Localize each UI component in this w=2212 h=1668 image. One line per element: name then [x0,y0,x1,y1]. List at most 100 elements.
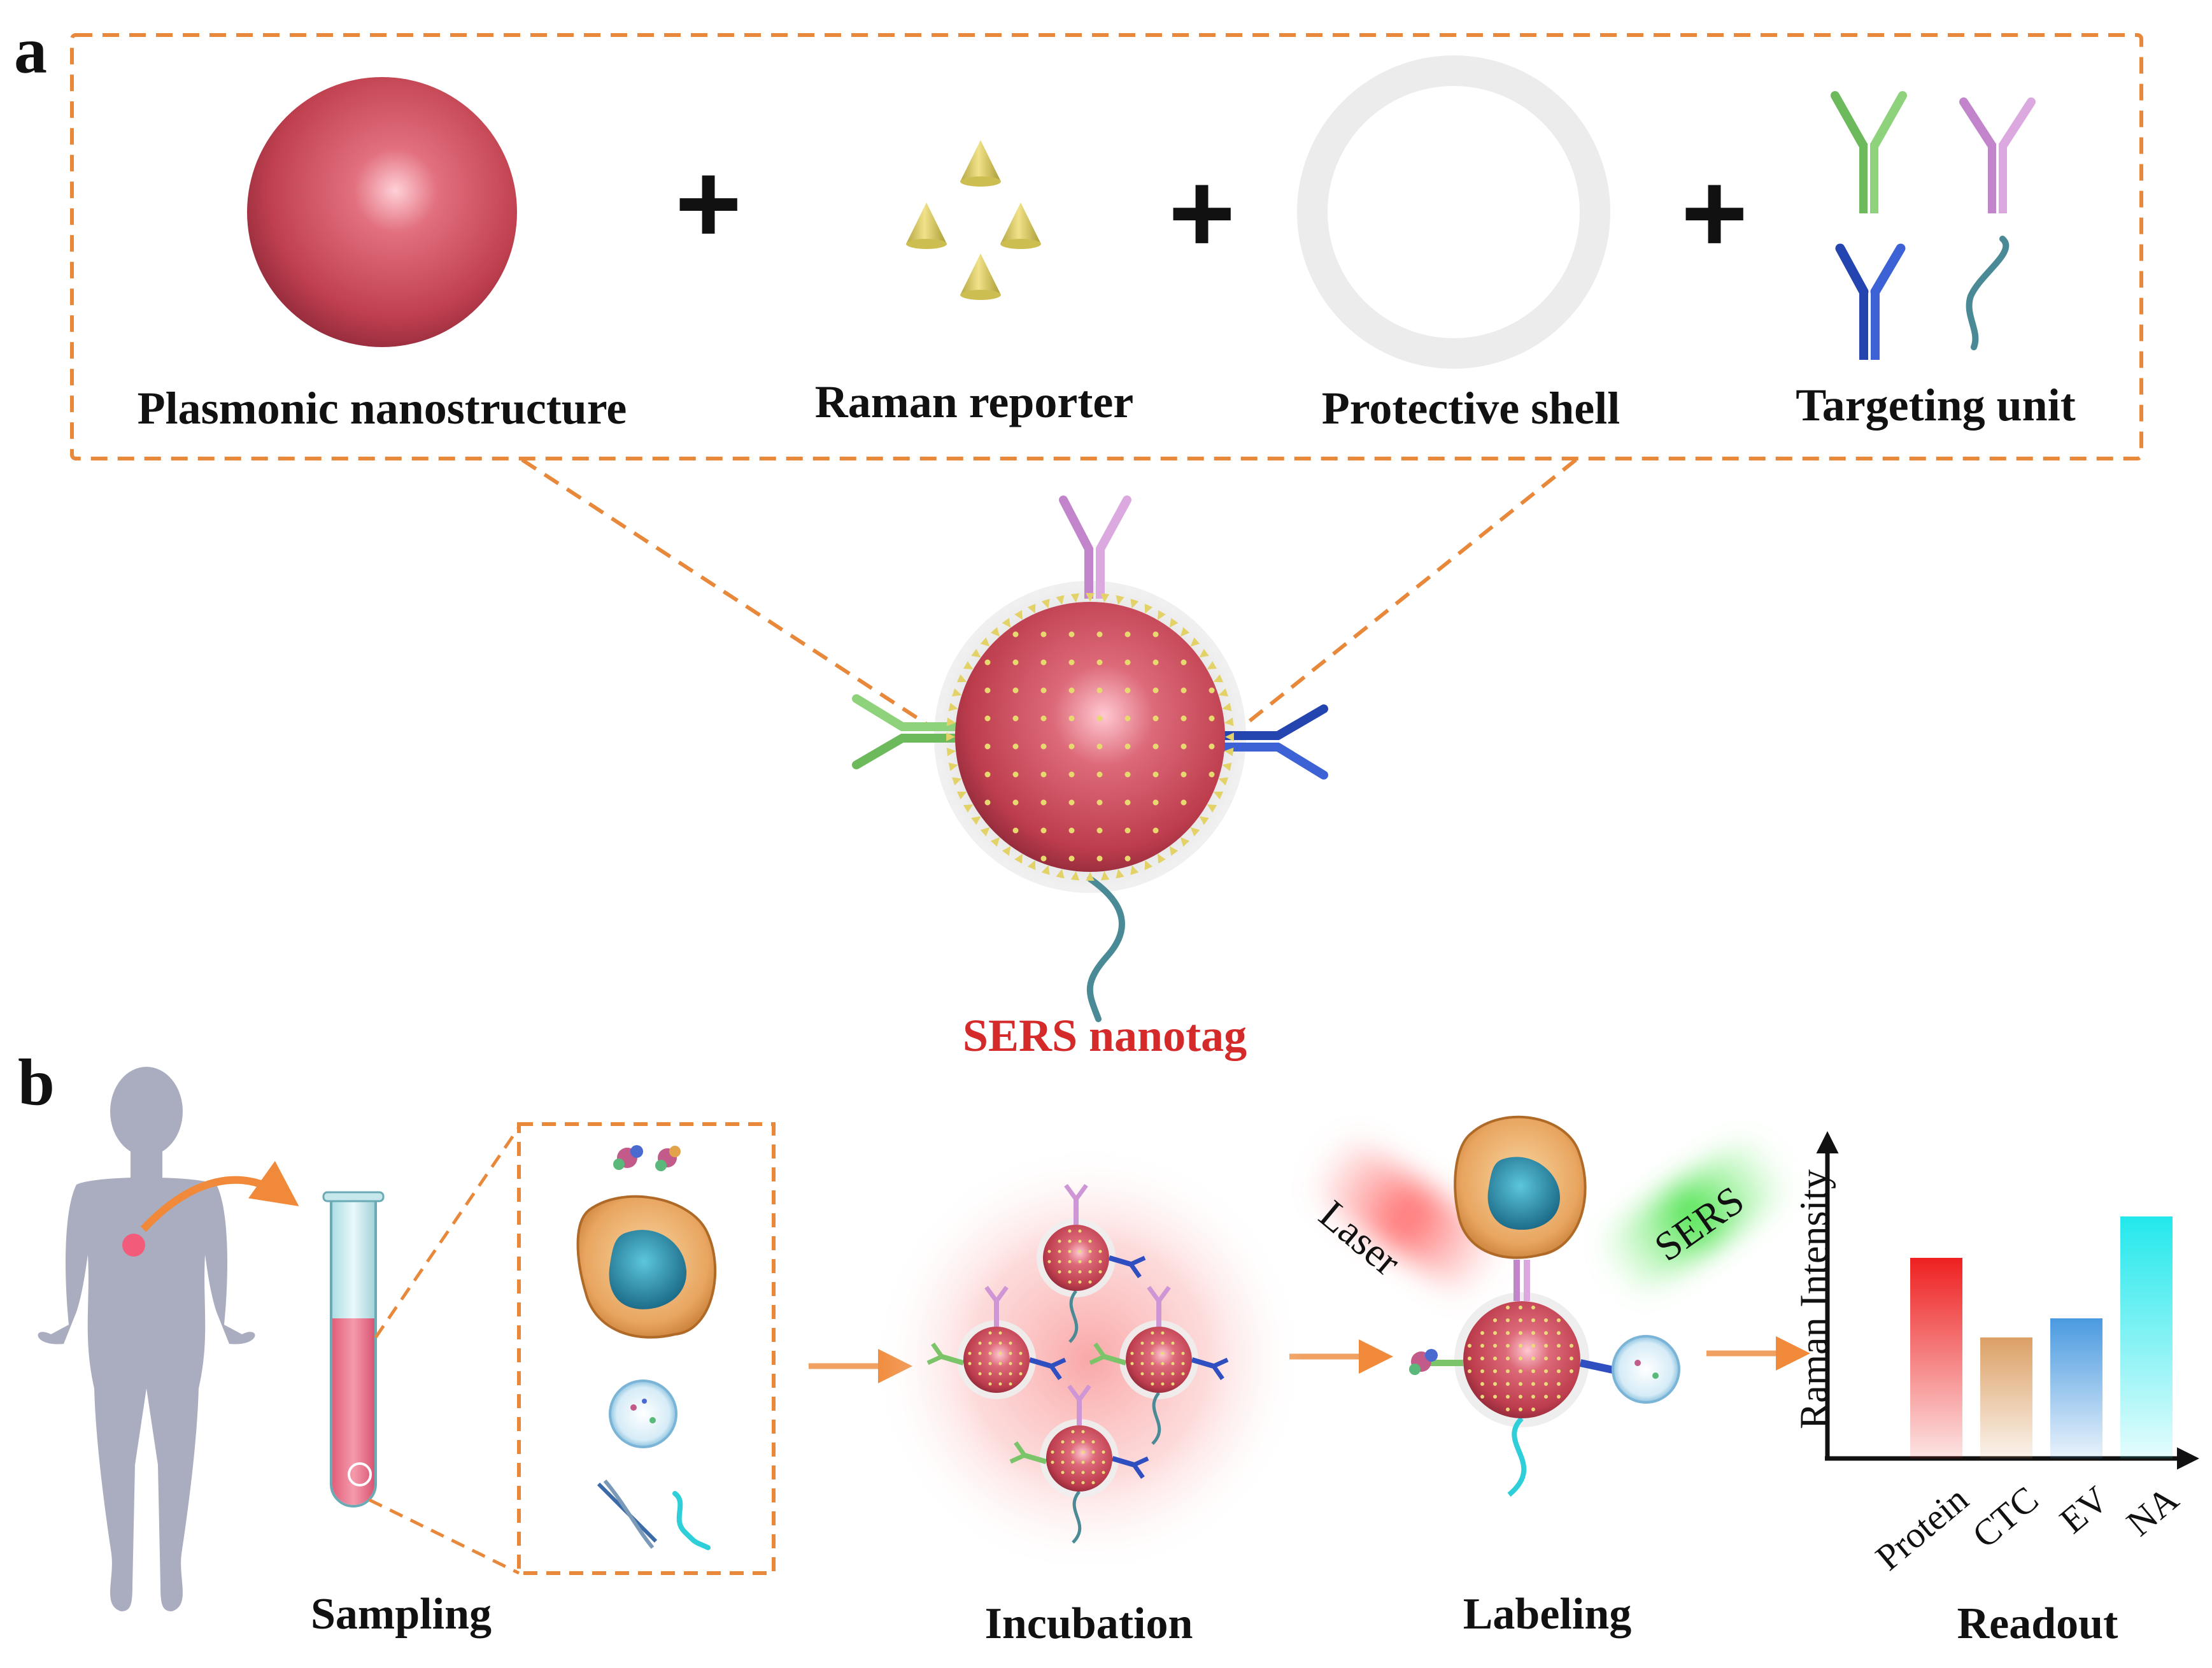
reporter-dot [1124,743,1131,750]
reporter-dot [1180,771,1187,778]
laser-glow [1316,1141,1498,1292]
reporter-dot [1040,771,1047,778]
reporter-cone [1207,661,1217,669]
reporter-cone [1014,853,1023,864]
reporter-cone [1180,837,1190,847]
reporter-cone [990,837,1000,847]
reporter-dot [1068,743,1075,750]
reporter-cone [1222,762,1232,771]
reporter-dot [1012,827,1019,834]
label-raman-reporter: Raman reporter [814,376,1134,427]
ev-vesicle-icon [609,1379,677,1448]
reporter-dot [1096,743,1103,750]
reporter-cone [963,661,974,669]
reporter-cone [1130,865,1139,875]
reporter-dot [984,799,991,806]
label-readout: Readout [1957,1599,2118,1648]
reporter-cone [1041,865,1050,875]
reporter-dot [1096,799,1103,806]
reporter-dot [1152,715,1159,722]
reporter-cone [1190,827,1200,837]
reporter-dot [1180,743,1187,750]
plasmonic-sphere-icon [247,77,517,347]
reporter-dot [1012,799,1019,806]
reporter-dot [1152,771,1159,778]
reporter-cone [1222,702,1232,711]
reporter-cone [1224,747,1234,757]
reporter-dot [1209,743,1215,750]
aptamer-icon [1966,236,2010,350]
labeling-nanotag-icon [1412,1260,1626,1497]
readout-chart [1816,1131,2199,1470]
reporter-dot [1152,687,1159,694]
reporter-cone [980,827,990,837]
sample-zoom-box [517,1122,776,1575]
reporter-dot [1096,855,1103,862]
test-tube-icon [322,1191,385,1508]
reporter-cone [1002,846,1011,856]
reporter-dot [1068,631,1075,638]
reporter-cone [1218,777,1228,786]
reporter-cone [1056,869,1065,879]
bar-ev [2050,1318,2102,1458]
small-nanotag-icon [926,1285,1067,1399]
reporter-dot [1152,743,1159,750]
reporter-cone [1225,732,1234,741]
reporter-dot [1068,715,1075,722]
reporter-cone [1041,599,1050,609]
reporter-dot [1180,687,1187,694]
reporter-cone [1158,609,1166,620]
reporter-dot [1012,715,1019,722]
reporter-cone [1218,688,1228,697]
rna-icon [672,1491,711,1550]
label-incubation: Incubation [984,1599,1193,1648]
label-sers-nanotag: SERS nanotag [962,1010,1247,1061]
ctc-cell-icon [576,1195,717,1339]
reporter-cone [971,816,981,825]
reporter-cone [1086,593,1095,602]
reporter-cone [1158,853,1166,864]
reporter-cone [952,777,962,786]
reporter-cone [963,804,974,813]
plus-sign-2: + [1168,149,1236,277]
antibody-green-icon [1831,91,1907,213]
reporter-dot [1152,799,1159,806]
reporter-cone [1100,593,1110,603]
zoom-line-top [374,1126,521,1339]
reporter-cone [1056,595,1065,605]
components-box [70,33,2143,460]
reporter-dot [984,687,991,694]
reporter-dot [1040,631,1047,638]
raman-reporter-icon [906,140,1041,300]
reporter-cone [1130,599,1139,609]
reporter-dot [1068,659,1075,666]
connector-left [521,458,931,728]
chart-ylabel: Raman Intensity [1792,1169,1836,1430]
reporter-dot [1124,631,1131,638]
reporter-dot [1068,855,1075,862]
reporter-dot [1040,799,1047,806]
reporter-dot [1096,631,1103,638]
reporter-cone [1014,609,1023,620]
reporter-cone [1199,816,1209,825]
protein-icon [613,1145,681,1171]
reporter-dot [1012,659,1019,666]
reporter-dot [1012,771,1019,778]
reporter-cone [948,762,958,771]
reporter-cone [980,637,990,647]
dna-icon [597,1479,658,1549]
label-plasmonic-nanostructure: Plasmonic nanostructure [137,383,627,434]
reporter-dot [1180,715,1187,722]
bar-protein [1910,1258,1962,1458]
reporter-cone [1180,627,1190,637]
panel-label-b: b [18,1046,55,1119]
reporter-dot [1040,855,1047,862]
reporter-dot [1012,743,1019,750]
reporter-cone [1086,872,1095,881]
reporter-cone [946,732,955,741]
reporter-dot [1012,687,1019,694]
bar-ctc [1980,1337,2032,1458]
reporter-dot [1096,771,1103,778]
